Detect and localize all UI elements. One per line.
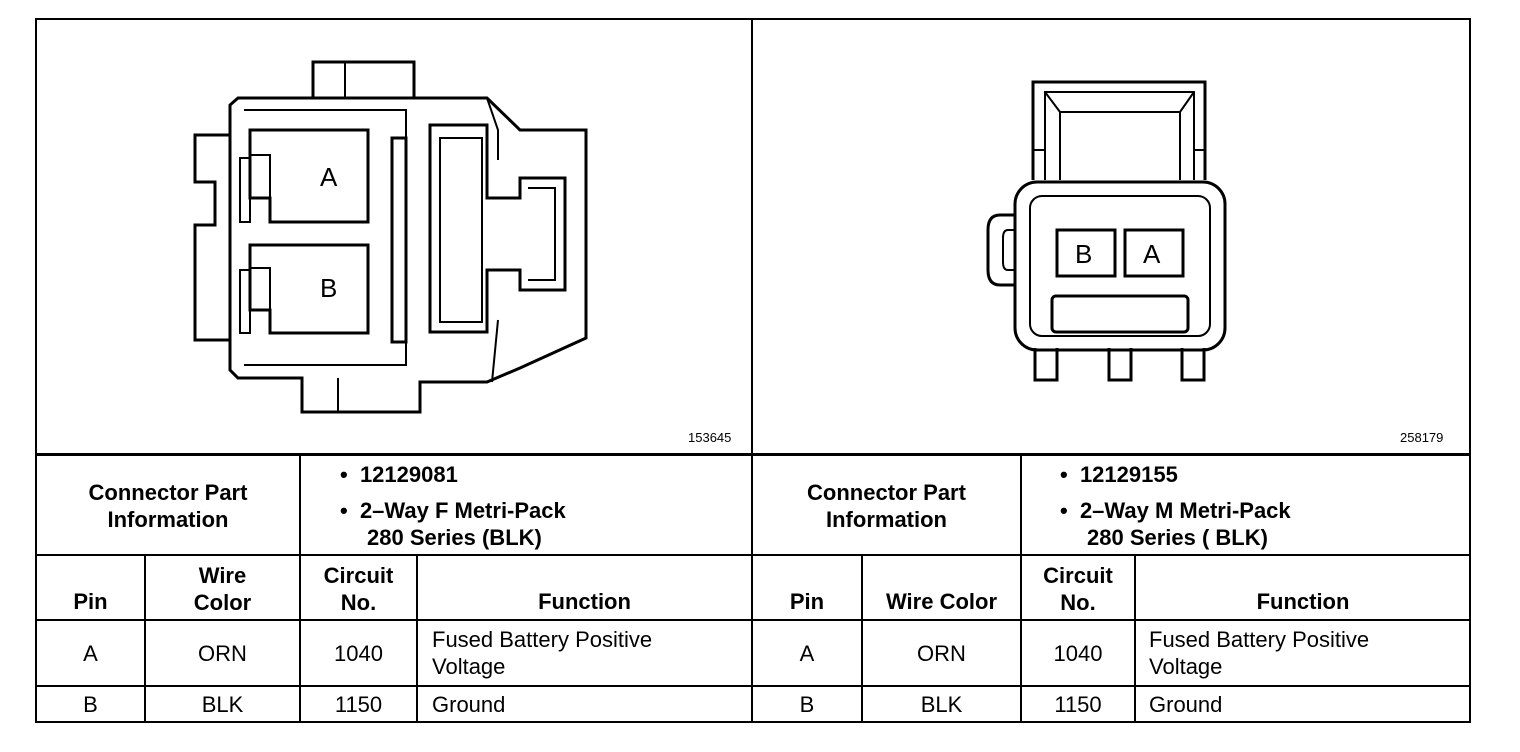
left-header-circuit-no: Circuit No.: [323, 563, 394, 615]
female-connector-drawing: A B: [193, 60, 588, 414]
right-row-a-wire: ORN: [917, 641, 966, 666]
left-row-a-wire: ORN: [198, 641, 247, 666]
left-header-pin: Pin: [73, 589, 108, 614]
right-part-description: • 2–Way M Metri-Pack 280 Series ( BLK): [1060, 498, 1291, 550]
left-figure-number: 153645: [688, 430, 732, 445]
left-header-wire-color: Wire Color: [193, 563, 252, 615]
right-header-circuit-no: Circuit No.: [1043, 563, 1113, 615]
right-row-a-circuit: 1040: [1053, 641, 1103, 666]
right-row-a-function: Fused Battery Positive Voltage: [1149, 627, 1370, 679]
left-col-circuit-divider: [416, 555, 418, 723]
left-row-b-pin: B: [83, 692, 98, 717]
right-part-info-label: Connector Part Information: [807, 480, 966, 532]
right-header-pin: Pin: [789, 589, 825, 614]
left-part-number: • 12129081: [340, 462, 458, 487]
right-row-b-circuit: 1150: [1054, 692, 1102, 717]
part-info-bottom-line: [35, 554, 1471, 556]
left-row-b-wire: BLK: [201, 692, 244, 717]
figure-bottom-line: [35, 453, 1471, 456]
left-col-pin-divider: [144, 555, 146, 723]
female-pin-a-label: A: [320, 162, 338, 192]
right-part-info-divider: [1020, 455, 1022, 555]
left-header-function: Function: [538, 589, 631, 614]
male-connector-outline: [986, 80, 1227, 382]
male-connector-drawing: B A: [986, 80, 1227, 382]
left-row-b-function: Ground: [432, 692, 506, 717]
right-header-function: Function: [1256, 589, 1350, 614]
header-bottom-line: [35, 619, 1471, 621]
right-figure-number: 258179: [1400, 430, 1444, 445]
male-pin-a-label: A: [1143, 239, 1161, 269]
left-part-info-label: Connector Part Information: [88, 480, 248, 532]
left-row-a-circuit: 1040: [334, 641, 383, 666]
connector-table-frame: [35, 18, 1471, 723]
female-connector-outline: [193, 60, 588, 414]
right-col-circuit-divider: [1134, 555, 1136, 723]
right-row-b-function: Ground: [1149, 692, 1223, 717]
male-pin-b-label: B: [1075, 239, 1092, 269]
right-header-wire-color: Wire Color: [885, 589, 998, 614]
left-part-description: • 2–Way F Metri-Pack 280 Series (BLK): [340, 498, 566, 550]
left-row-b-circuit: 1150: [334, 692, 383, 717]
left-part-info-divider: [299, 455, 301, 555]
center-divider: [751, 18, 753, 723]
left-row-a-pin: A: [83, 641, 98, 666]
left-col-wire-divider: [299, 555, 301, 723]
right-row-b-wire: BLK: [920, 692, 963, 717]
left-row-a-function: Fused Battery Positive Voltage: [432, 627, 653, 679]
row-a-bottom-line: [35, 685, 1471, 687]
female-pin-b-label: B: [320, 273, 337, 303]
right-col-wire-divider: [1020, 555, 1022, 723]
right-part-number: • 12129155: [1060, 462, 1178, 487]
right-col-pin-divider: [861, 555, 863, 723]
right-row-a-pin: A: [799, 641, 815, 666]
right-row-b-pin: B: [799, 692, 815, 717]
